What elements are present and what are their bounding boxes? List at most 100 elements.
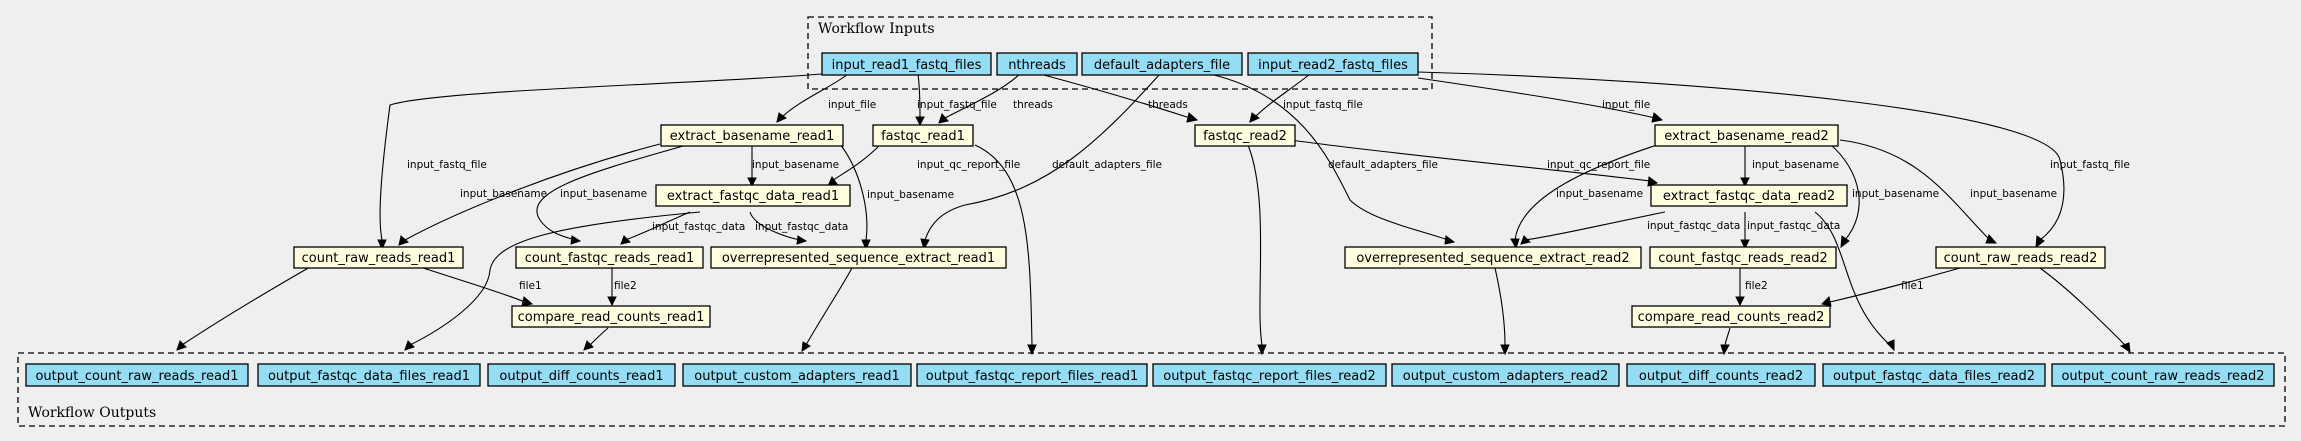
node-box: [1822, 363, 2046, 387]
edge-arrowhead: [607, 296, 617, 307]
cluster-workflow-inputs: Workflow Inputs: [807, 16, 1433, 90]
node-box: [682, 363, 912, 387]
node-box: [487, 363, 676, 387]
edge-label: input_fastqc_data: [1747, 220, 1840, 232]
node-output_custom_adapters_read1[interactable]: output_custom_adapters_read1: [682, 363, 912, 387]
node-count_fastqc_reads_read1[interactable]: count_fastqc_reads_read1: [515, 246, 704, 269]
edge-in-r1-to-ebr1: [781, 73, 849, 118]
node-box: [1194, 124, 1296, 147]
node-extract_basename_read1[interactable]: extract_basename_read1: [660, 124, 844, 147]
node-box: [660, 124, 844, 147]
edge-label: threads: [1013, 99, 1053, 111]
node-output_fastqc_report_files_read2[interactable]: output_fastqc_report_files_read2: [1152, 363, 1387, 387]
node-output_diff_counts_read1[interactable]: output_diff_counts_read1: [487, 363, 676, 387]
node-default_adapters_file[interactable]: default_adapters_file: [1081, 52, 1243, 76]
node-box: [511, 305, 711, 328]
node-label: default_adapters_file: [1094, 58, 1230, 73]
edge-fq1-to-efd1: [831, 144, 881, 182]
edge-arrowhead: [747, 177, 757, 188]
edge-arrowhead: [801, 341, 811, 352]
edge-label: default_adapters_file: [1052, 159, 1162, 171]
node-fastqc_read2[interactable]: fastqc_read2: [1194, 124, 1296, 147]
node-overrepresented_sequence_extract_read2[interactable]: overrepresented_sequence_extract_read2: [1344, 246, 1642, 269]
edge-label: input_qc_report_file: [917, 159, 1020, 171]
edge-adapters-to-ose1: [924, 73, 1161, 241]
cluster-workflow-outputs: Workflow Outputs: [17, 352, 2286, 427]
edge-crc1-to-o-dc1: [589, 327, 609, 346]
node-output_diff_counts_read2[interactable]: output_diff_counts_read2: [1626, 363, 1816, 387]
node-input_read1_fastq_files[interactable]: input_read1_fastq_files: [821, 52, 992, 76]
edge-crr1-to-o-crr1: [181, 266, 311, 346]
node-output_custom_adapters_read2[interactable]: output_custom_adapters_read2: [1391, 363, 1620, 387]
node-box: [1391, 363, 1620, 387]
node-input_read2_fastq_files[interactable]: input_read2_fastq_files: [1247, 52, 1419, 76]
edge-efd1-to-cfr1: [624, 211, 691, 241]
node-extract_fastqc_data_read2[interactable]: extract_fastqc_data_read2: [1650, 184, 1848, 207]
node-count_raw_reads_read1[interactable]: count_raw_reads_read1: [293, 246, 464, 269]
edge-label: input_basename: [1556, 188, 1643, 200]
node-label: output_count_raw_reads_read2: [2061, 369, 2264, 384]
edge-arrowhead: [377, 239, 387, 251]
edge-label: input_basename: [1752, 159, 1839, 171]
edge-label: input_fastqc_data: [755, 221, 848, 233]
edge-arrowhead: [1821, 296, 1832, 307]
edge-crr2-to-o-crr2: [2039, 267, 2126, 346]
node-box: [293, 246, 464, 269]
node-fastqc_read1[interactable]: fastqc_read1: [872, 124, 974, 147]
node-extract_fastqc_data_read1[interactable]: extract_fastqc_data_read1: [655, 184, 851, 207]
node-box: [515, 246, 704, 269]
edge-crc2-to-o-dc2: [1724, 327, 1731, 346]
node-label: overrepresented_sequence_extract_read2: [1356, 251, 1629, 266]
edge-arrowhead: [1520, 235, 1531, 245]
node-label: output_fastqc_data_files_read1: [268, 369, 470, 384]
edge-arrowhead: [915, 116, 925, 127]
node-overrepresented_sequence_extract_read1[interactable]: overrepresented_sequence_extract_read1: [710, 246, 1007, 269]
edge-label: input_file: [828, 99, 876, 111]
node-label: output_diff_counts_read1: [499, 369, 663, 384]
node-box: [916, 363, 1148, 387]
edge-label: input_basename: [560, 188, 647, 200]
edge-label: file2: [614, 280, 637, 292]
node-extract_basename_read2[interactable]: extract_basename_read2: [1654, 124, 1839, 147]
node-output_fastqc_data_files_read2[interactable]: output_fastqc_data_files_read2: [1822, 363, 2046, 387]
node-output_count_raw_reads_read1[interactable]: output_count_raw_reads_read1: [25, 363, 249, 387]
edge-arrowhead: [1735, 296, 1745, 307]
edge-fq1-to-o-frf1: [974, 144, 1033, 346]
node-label: overrepresented_sequence_extract_read1: [722, 251, 995, 266]
edge-arrowhead: [861, 239, 871, 251]
node-compare_read_counts_read2[interactable]: compare_read_counts_read2: [1631, 305, 1831, 328]
node-compare_read_counts_read1[interactable]: compare_read_counts_read1: [511, 305, 711, 328]
edge-label: input_fastq_file: [1283, 99, 1363, 111]
edges-layer: [176, 71, 2131, 356]
edge-arrowhead: [404, 340, 415, 351]
edge-arrowhead: [583, 340, 594, 351]
node-nthreads[interactable]: nthreads: [996, 52, 1078, 76]
edge-arrowhead: [1720, 344, 1730, 356]
node-box: [872, 124, 974, 147]
edge-label: input_fastq_file: [2050, 159, 2130, 171]
edge-ebr1-to-cfr1: [536, 143, 691, 241]
node-label: count_fastqc_reads_read2: [1658, 251, 1828, 266]
node-output_fastqc_report_files_read1[interactable]: output_fastqc_report_files_read1: [916, 363, 1148, 387]
edge-label: input_file: [1602, 99, 1650, 111]
node-output_count_raw_reads_read2[interactable]: output_count_raw_reads_read2: [2051, 363, 2275, 387]
edge-label: input_basename: [1852, 188, 1939, 200]
edge-fq2-to-efd2: [1289, 139, 1651, 182]
edge-in-r2-to-fq2: [1254, 73, 1311, 118]
node-output_fastqc_data_files_read1[interactable]: output_fastqc_data_files_read1: [257, 363, 481, 387]
edge-label: input_fastqc_data: [652, 221, 745, 233]
edge-arrowhead: [796, 235, 808, 245]
node-count_fastqc_reads_read2[interactable]: count_fastqc_reads_read2: [1649, 246, 1837, 269]
edge-arrowhead: [521, 296, 534, 307]
node-box: [1152, 363, 1387, 387]
node-label: compare_read_counts_read1: [518, 310, 705, 325]
edge-ose2-to-o-ca2: [1494, 267, 1506, 346]
cluster-inputs-label: Workflow Inputs: [818, 21, 935, 37]
edge-arrowhead: [920, 238, 930, 251]
node-count_raw_reads_read2[interactable]: count_raw_reads_read2: [1935, 246, 2106, 269]
node-label: extract_basename_read1: [670, 129, 835, 144]
node-label: input_read2_fastq_files: [1258, 58, 1408, 73]
node-box: [1344, 246, 1642, 269]
edge-arrowhead: [176, 340, 187, 351]
